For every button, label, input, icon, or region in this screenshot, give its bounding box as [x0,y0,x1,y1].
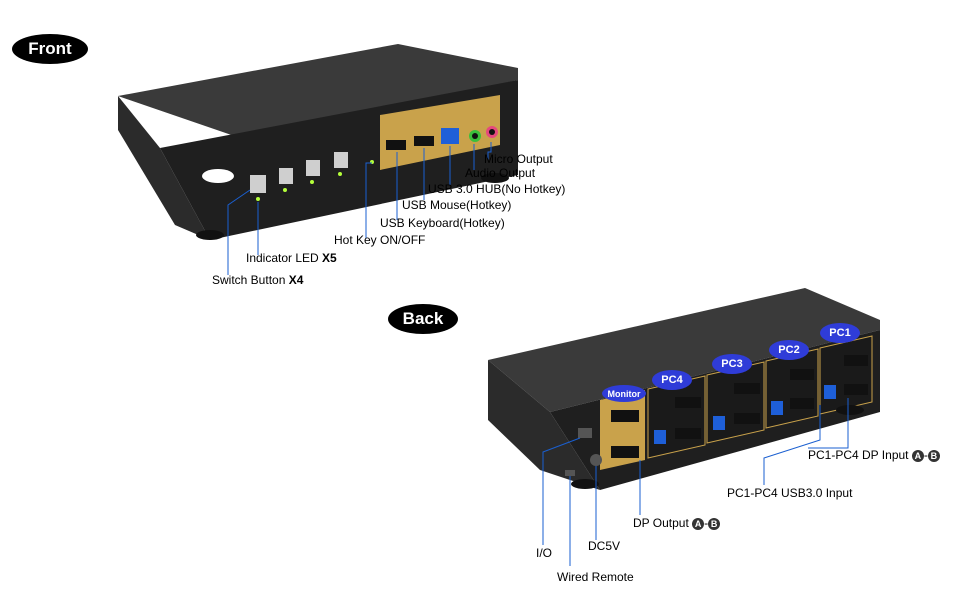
dp-input-text: PC1-PC4 DP Input [808,448,912,462]
back-badge-text: Back [402,309,444,328]
front-badge-text: Front [28,39,72,58]
label-dp-output: DP Output A-B [633,516,721,530]
label-usb-hub: USB 3.0 HUB(No Hotkey) [428,182,566,196]
label-io: I/O [536,546,553,560]
label-dc5v: DC5V [588,539,621,553]
badge-monitor: Monitor [602,385,646,402]
label-switch-button: Switch Button X4 [212,273,303,287]
indicator-led-count: X5 [322,251,337,265]
dp-output-sep: - [704,516,709,530]
badge-pc1: PC1 [820,323,860,343]
label-micro-output: Micro Output [484,152,553,166]
port-b-icon: B [708,517,721,530]
dp-output-text: DP Output [633,516,693,530]
label-wired-remote: Wired Remote [557,570,634,584]
back-badge: Back [388,304,458,334]
label-audio-output: Audio Output [465,166,536,180]
label-usb-input: PC1-PC4 USB3.0 Input [727,486,853,500]
port-b-icon: B [927,449,940,462]
dp-input-sep: - [923,448,928,462]
badge-pc4: PC4 [652,370,692,390]
label-dp-input: PC1-PC4 DP Input A-B [808,448,940,462]
label-indicator-led: Indicator LED X5 [246,251,337,265]
front-badge: Front [12,34,88,64]
label-hotkey: Hot Key ON/OFF [334,233,426,247]
switch-button-count: X4 [288,273,304,287]
badge-pc2: PC2 [769,340,809,360]
port-a-icon: A [911,449,924,462]
indicator-led-text: Indicator LED [246,251,323,265]
switch-button-text: Switch Button [212,273,289,287]
label-usb-keyboard: USB Keyboard(Hotkey) [380,216,505,230]
label-usb-mouse: USB Mouse(Hotkey) [402,198,512,212]
port-a-icon: A [692,517,705,530]
badge-pc3: PC3 [712,354,752,374]
